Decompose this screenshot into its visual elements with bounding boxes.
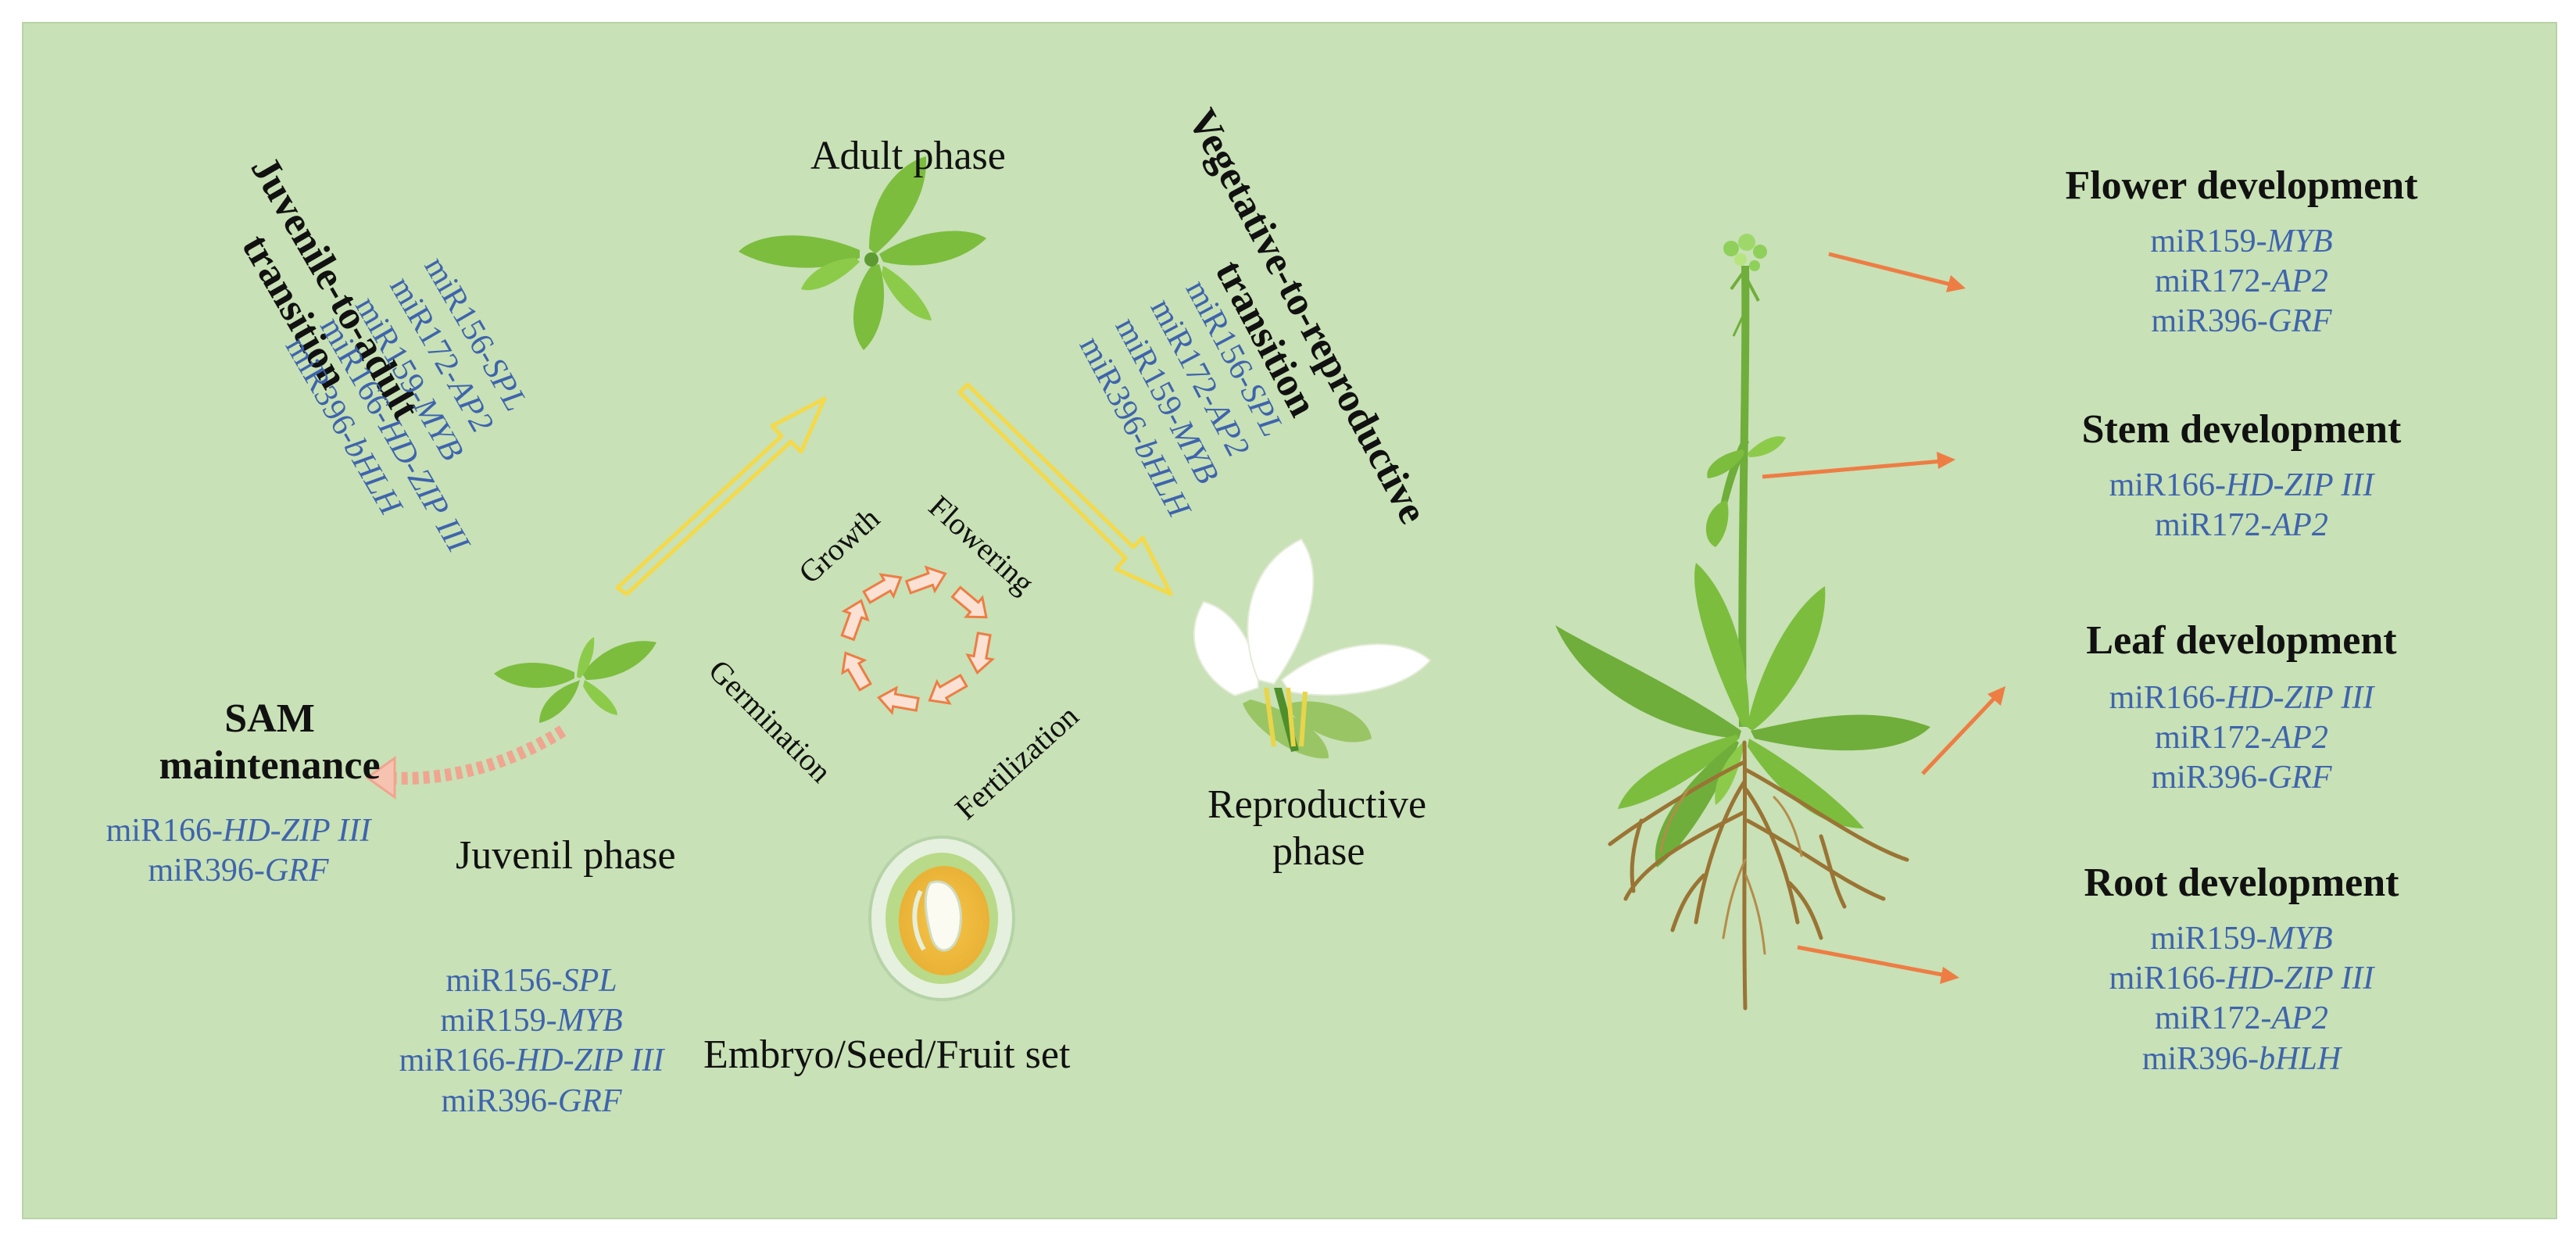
sam-heading-line2: maintenance xyxy=(159,743,381,788)
mirna-item: miR396-GRF xyxy=(2030,758,2453,798)
mirna-name: miR172- xyxy=(2155,720,2272,757)
leaf-mirna-list: miR166-HD-ZIP III miR172-AP2 miR396-GRF xyxy=(2030,678,2453,799)
stem-mirna-list: miR166-HD-ZIP III miR172-AP2 xyxy=(2030,466,2453,546)
target-gene-name: GRF xyxy=(557,1082,622,1119)
target-gene-name: SPL xyxy=(562,963,617,999)
reproductive-phase-label-line2: phase xyxy=(1272,829,1365,874)
mirna-name: miR159- xyxy=(2150,224,2267,259)
adult-rosette-illustration xyxy=(739,156,986,350)
juvenile-seedling-illustration xyxy=(494,637,657,723)
reproductive-phase-label-line1: Reproductive xyxy=(1208,782,1427,827)
mirna-name: miR172- xyxy=(2155,1000,2272,1037)
mirna-item: miR166-HD-ZIP III xyxy=(2030,466,2453,506)
target-gene-name: AP2 xyxy=(2271,507,2328,544)
mirna-item: miR166-HD-ZIP III xyxy=(2030,959,2453,999)
target-gene-name: HD-ZIP III xyxy=(2225,467,2374,503)
mirna-name: miR159- xyxy=(440,1003,557,1039)
mirna-name: miR396- xyxy=(2151,760,2268,796)
mirna-name: miR166- xyxy=(399,1043,516,1079)
target-gene-name: AP2 xyxy=(2271,263,2328,300)
embryo-seed-fruit-label: Embryo/Seed/Fruit set xyxy=(703,1032,1071,1077)
juvenile-to-sam-dashed-arrow xyxy=(365,725,567,800)
leaf-pointer-arrow xyxy=(1921,686,2005,775)
mirna-item: miR156-SPL xyxy=(367,961,696,1001)
mirna-item: miR396-GRF xyxy=(2030,302,2453,342)
reproductive-flower-illustration xyxy=(1193,538,1432,759)
target-gene-name: MYB xyxy=(2267,921,2333,957)
root-pointer-arrow xyxy=(1797,945,1959,984)
mirna-item: miR172-AP2 xyxy=(2030,718,2453,758)
mirna-item: miR172-AP2 xyxy=(2030,506,2453,546)
mirna-item: miR172-AP2 xyxy=(2030,999,2453,1039)
flower-mirna-list: miR159-MYB miR172-AP2 miR396-GRF xyxy=(2030,222,2453,342)
mirna-name: miR172- xyxy=(2155,263,2272,300)
flower-development-title: Flower development xyxy=(2065,163,2418,208)
leaf-development-title: Leaf development xyxy=(2086,618,2397,663)
target-gene-name: GRF xyxy=(264,853,329,889)
mature-plant-illustration xyxy=(1555,234,1930,1011)
adult-to-reproductive-arrow xyxy=(957,382,1173,596)
root-mirna-list: miR159-MYB miR166-HD-ZIP III miR172-AP2 … xyxy=(2030,919,2453,1079)
stem-pointer-arrow xyxy=(1762,452,1955,479)
target-gene-name: MYB xyxy=(556,1003,623,1039)
mirna-item: miR159-MYB xyxy=(2030,919,2453,959)
mirna-item: miR172-AP2 xyxy=(2030,262,2453,302)
mirna-name: miR396- xyxy=(2141,1040,2259,1077)
mirna-item: miR396-GRF xyxy=(74,851,402,891)
life-cycle-arrow-ring xyxy=(840,565,996,716)
target-gene-name: HD-ZIP III xyxy=(222,813,371,849)
flower-pointer-arrow xyxy=(1828,252,1966,292)
mirna-name: miR396- xyxy=(2151,303,2268,340)
sam-heading-line1: SAM xyxy=(224,696,315,741)
juvenile-mirna-list: miR156-SPL miR159-MYB miR166-HD-ZIP III … xyxy=(367,961,696,1122)
mirna-name: miR159- xyxy=(2150,921,2267,957)
mirna-name: miR166- xyxy=(106,813,223,849)
juvenile-to-adult-arrow xyxy=(615,396,827,596)
target-gene-name: GRF xyxy=(2267,303,2332,340)
target-gene-name: HD-ZIP III xyxy=(2225,680,2374,716)
mirna-name: miR166- xyxy=(2109,680,2226,716)
target-gene-name: MYB xyxy=(2267,224,2333,259)
root-development-title: Root development xyxy=(2084,861,2399,905)
target-gene-name: bHLH xyxy=(2259,1040,2342,1077)
mirna-item: miR166-HD-ZIP III xyxy=(367,1041,696,1081)
mirna-item: miR396-GRF xyxy=(367,1082,696,1122)
juvenile-phase-label: Juvenil phase xyxy=(456,833,676,878)
mirna-item: miR159-MYB xyxy=(2030,222,2453,262)
mirna-item: miR166-HD-ZIP III xyxy=(2030,678,2453,718)
target-gene-name: AP2 xyxy=(2271,1000,2328,1037)
mirna-name: miR396- xyxy=(148,853,265,889)
mirna-name: miR156- xyxy=(445,963,563,999)
mirna-item: miR159-MYB xyxy=(367,1001,696,1041)
adult-phase-label: Adult phase xyxy=(810,134,1006,178)
mirna-name: miR172- xyxy=(2155,507,2272,544)
mirna-name: miR396- xyxy=(441,1082,558,1119)
sam-mirna-list: miR166-HD-ZIP III miR396-GRF xyxy=(74,811,402,891)
stem-development-title: Stem development xyxy=(2081,407,2402,452)
target-gene-name: HD-ZIP III xyxy=(2225,961,2374,997)
mirna-item: miR396-bHLH xyxy=(2030,1039,2453,1079)
target-gene-name: AP2 xyxy=(2271,720,2328,757)
target-gene-name: HD-ZIP III xyxy=(515,1043,664,1079)
mirna-name: miR166- xyxy=(2109,961,2226,997)
mirna-item: miR166-HD-ZIP III xyxy=(74,811,402,851)
seed-illustration xyxy=(868,835,1015,1001)
target-gene-name: GRF xyxy=(2267,760,2332,796)
mirna-name: miR166- xyxy=(2109,467,2226,503)
